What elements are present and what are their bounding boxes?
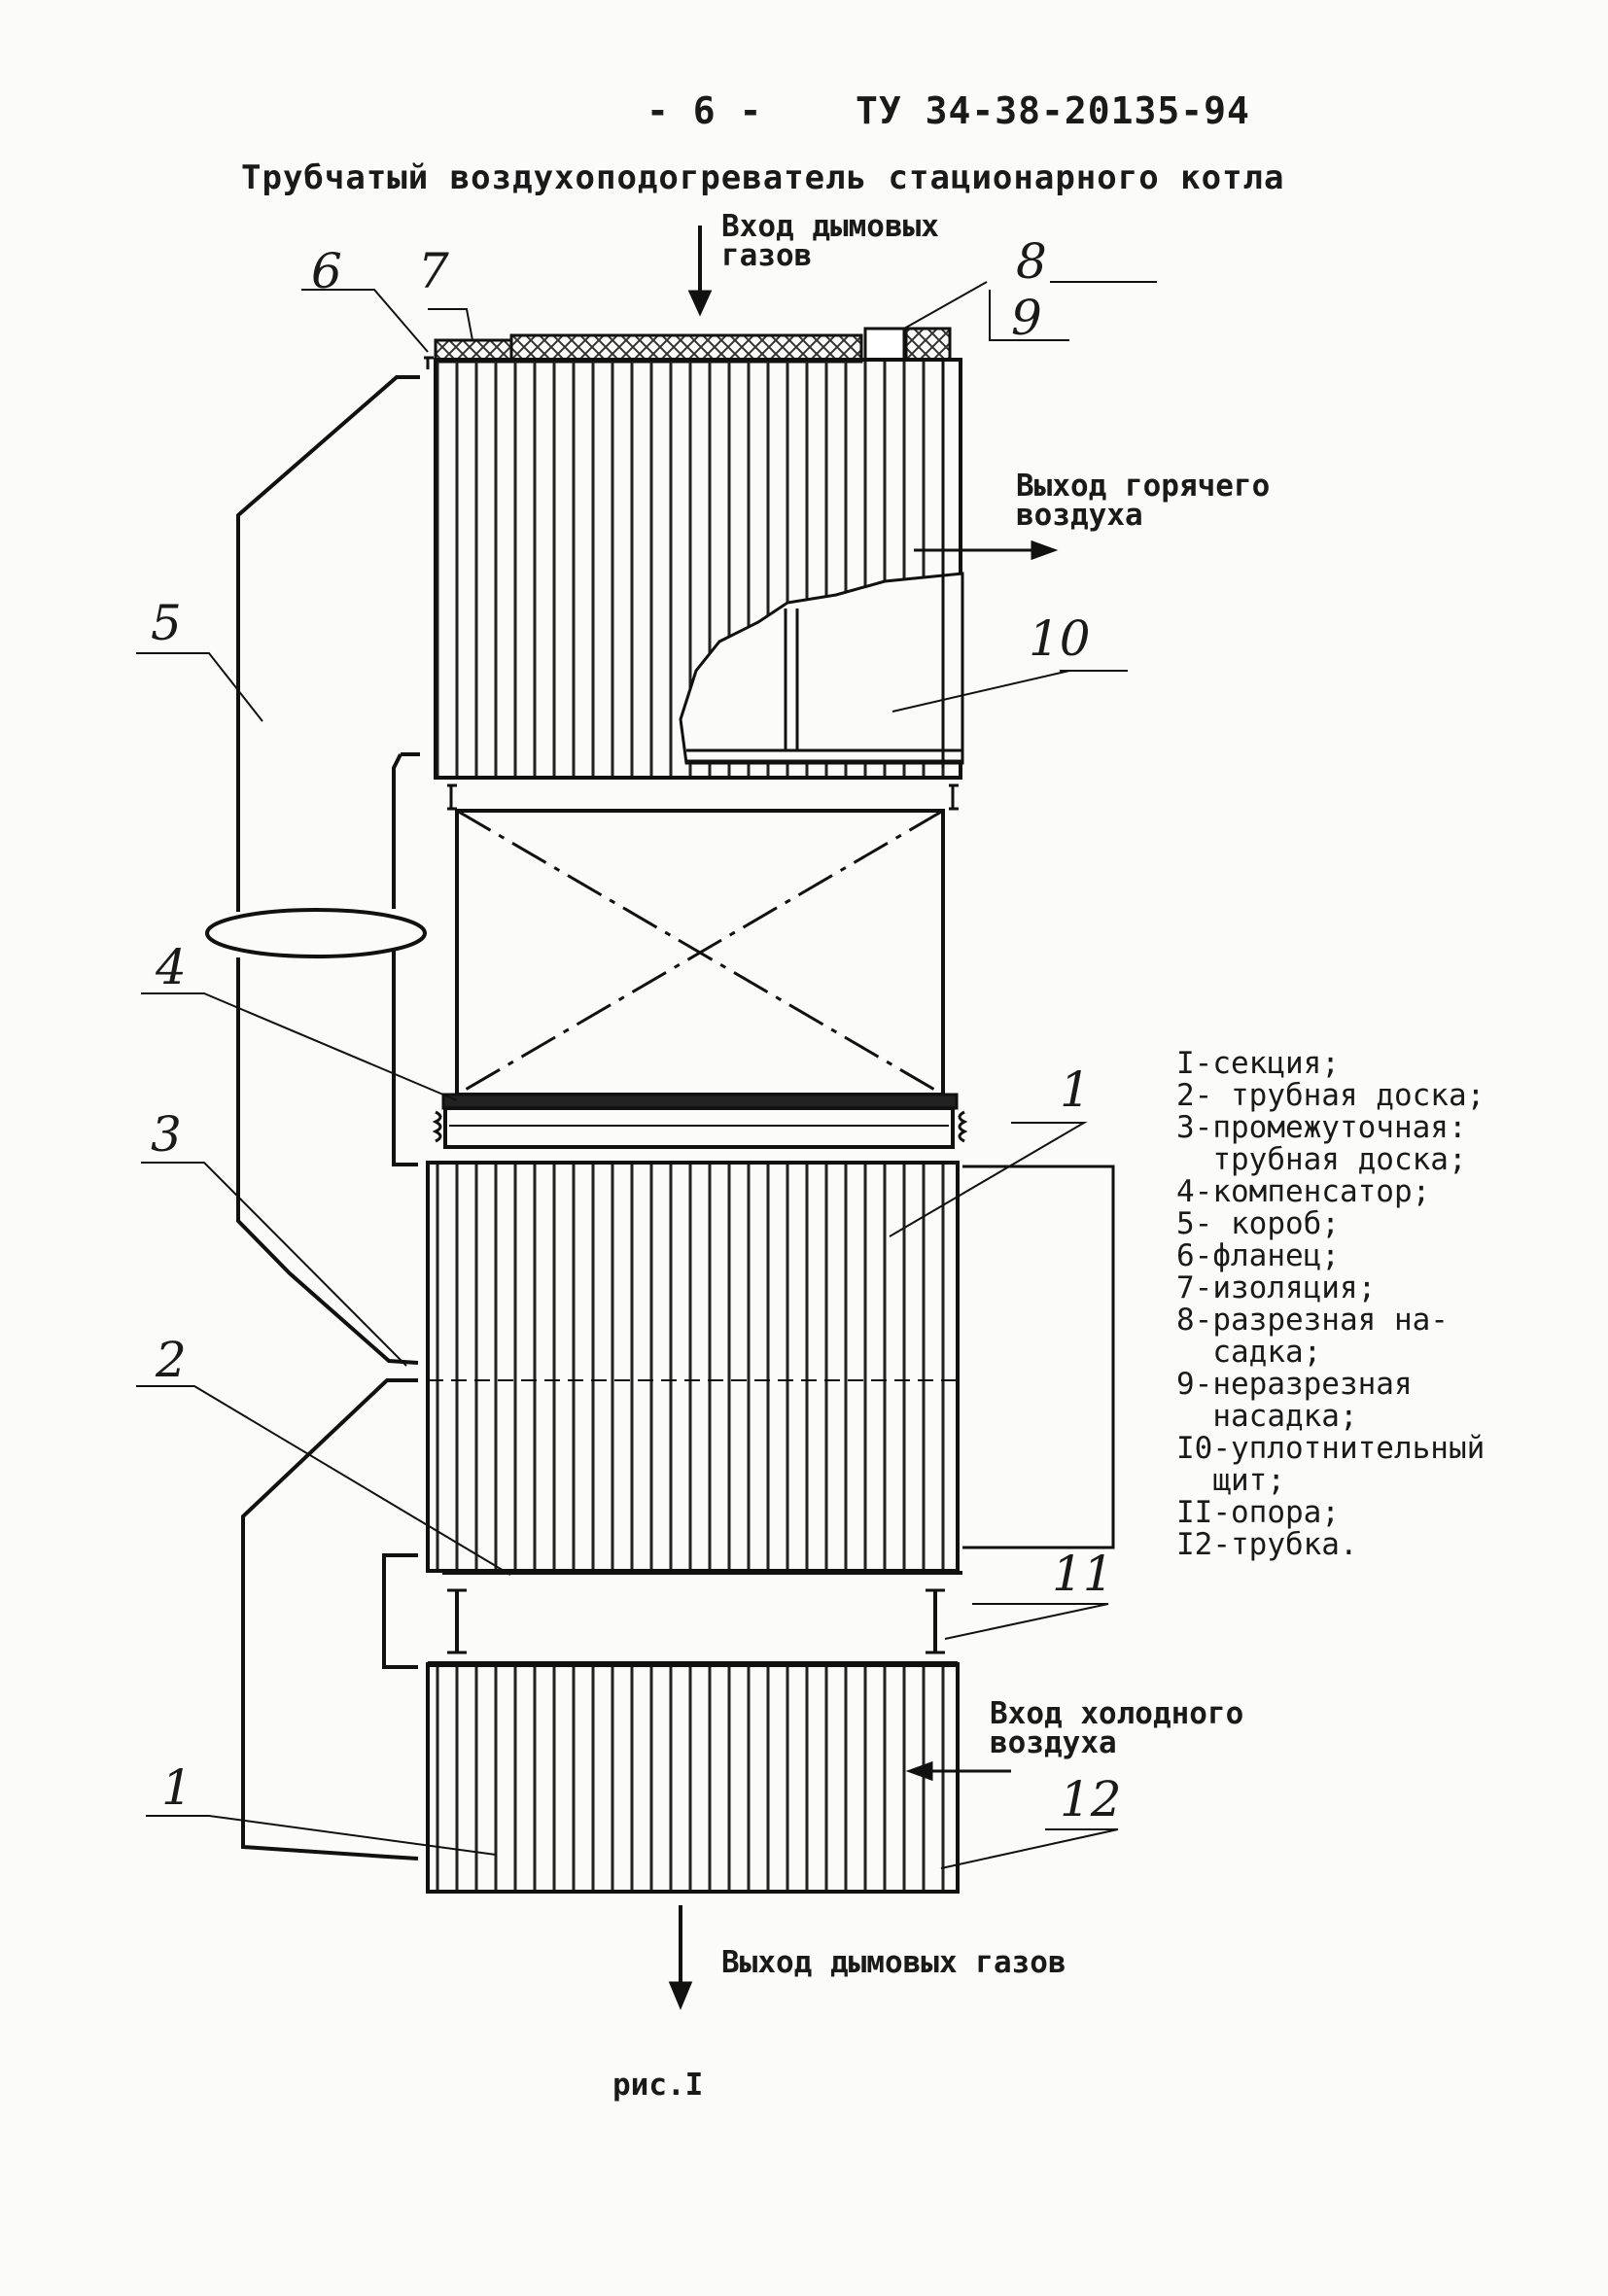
legend-item: 6-фланец; [1176,1238,1340,1273]
compensator [432,1093,968,1149]
legend-item: I-секция; [1176,1046,1340,1081]
callout-6: 6 [311,243,342,299]
legend-item: 4-компенсатор; [1176,1174,1431,1209]
callout-8: 8 [1016,233,1047,290]
cold-air-arrow [905,1760,1011,1782]
callout-1-middle: 1 [1060,1061,1091,1118]
figure-caption: рис.I [612,2068,704,2103]
legend-item: насадка; [1176,1399,1358,1434]
callout-7: 7 [418,243,449,299]
legend-item: 3-промежуточная: [1176,1110,1467,1145]
legend: I-секция; 2- трубная доска; 3-промежуточ… [1176,1048,1485,1561]
legend-item: I2-трубка. [1176,1527,1358,1562]
legend-item: 9-неразрезная [1176,1367,1413,1402]
callout-10: 10 [1029,610,1091,667]
callout-1-lower: 1 [161,1759,192,1816]
bypass-duct [205,375,427,1861]
page-number: - 6 - [647,89,763,132]
lower-section [426,1661,960,1894]
legend-item: садка; [1176,1335,1322,1370]
legend-item: 5- короб; [1176,1206,1340,1241]
figure-title: Трубчатый воздухоподогреватель стационар… [241,158,1285,197]
callout-2: 2 [156,1332,187,1388]
connecting-box [447,783,959,1096]
cold-air-inlet-label: Вход холодного воздуха [990,1696,1244,1760]
middle-section [426,1161,1115,1573]
legend-item: II-опора; [1176,1495,1340,1530]
smoke-inlet-arrow [687,226,713,317]
legend-item: 8-разрезная на- [1176,1303,1449,1338]
support-legs [442,1571,962,1654]
hot-air-arrow [914,539,1059,561]
hot-air-outlet-label: Выход горячего воздуха [1016,469,1271,533]
callout-3: 3 [151,1106,182,1163]
callout-12: 12 [1060,1771,1122,1827]
smoke-inlet-label: Вход дымовых газов [721,209,939,273]
legend-item: щит; [1176,1463,1285,1498]
callout-11: 11 [1052,1546,1114,1602]
upper-section [424,327,964,780]
smoke-outlet-arrow [668,1905,693,2010]
legend-item: I0-уплотнительный [1176,1431,1486,1466]
legend-item: трубная доска; [1176,1142,1467,1177]
smoke-outlet-label: Выход дымовых газов [721,1945,1066,1980]
legend-item: 7-изоляция; [1176,1270,1377,1305]
callout-4: 4 [156,939,187,995]
legend-item: 2- трубная доска; [1176,1078,1486,1113]
callout-5: 5 [151,595,182,651]
document-code: ТУ 34-38-20135-94 [856,89,1250,132]
callout-9: 9 [1011,290,1042,346]
